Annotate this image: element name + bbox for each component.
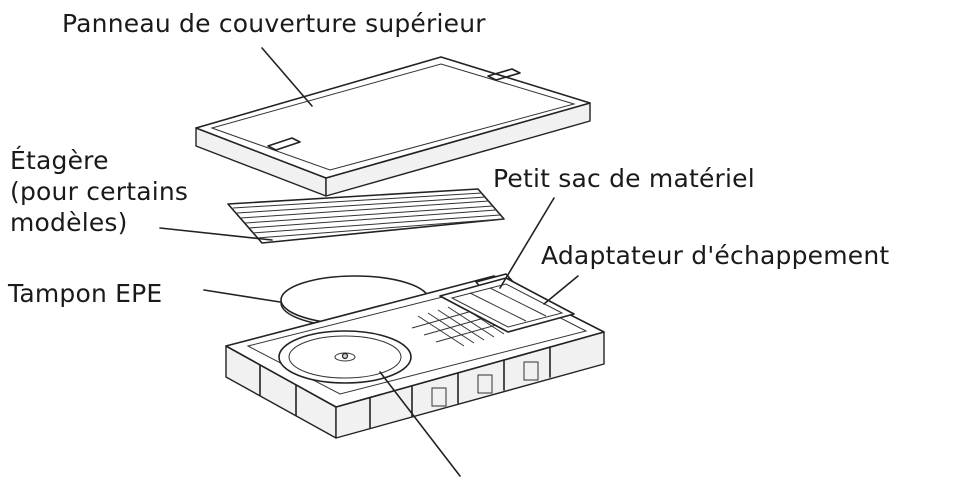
label-shelf: Étagère (pour certains modèles) [10, 145, 188, 238]
label-shelf-line-1: Étagère [10, 146, 109, 175]
label-top-cover: Panneau de couverture supérieur [62, 9, 486, 38]
turntable [278, 330, 412, 384]
label-exhaust-adapter: Adaptateur d'échappement [541, 241, 890, 270]
label-hardware-bag: Petit sac de matériel [493, 164, 755, 193]
leader-top-cover [261, 47, 313, 107]
label-shelf-line-2: (pour certains [10, 177, 189, 206]
top-cover-panel [195, 56, 591, 197]
leader-turntable [379, 371, 461, 477]
leader-exhaust-adapter [543, 275, 579, 305]
exhaust-adapter [439, 277, 575, 333]
shelf [227, 188, 505, 244]
leader-epe-pad [203, 289, 281, 303]
leader-shelf [159, 227, 273, 241]
label-epe-pad: Tampon EPE [8, 279, 163, 308]
label-shelf-line-3: modèles) [10, 208, 128, 237]
leader-hardware-bag [499, 197, 555, 289]
